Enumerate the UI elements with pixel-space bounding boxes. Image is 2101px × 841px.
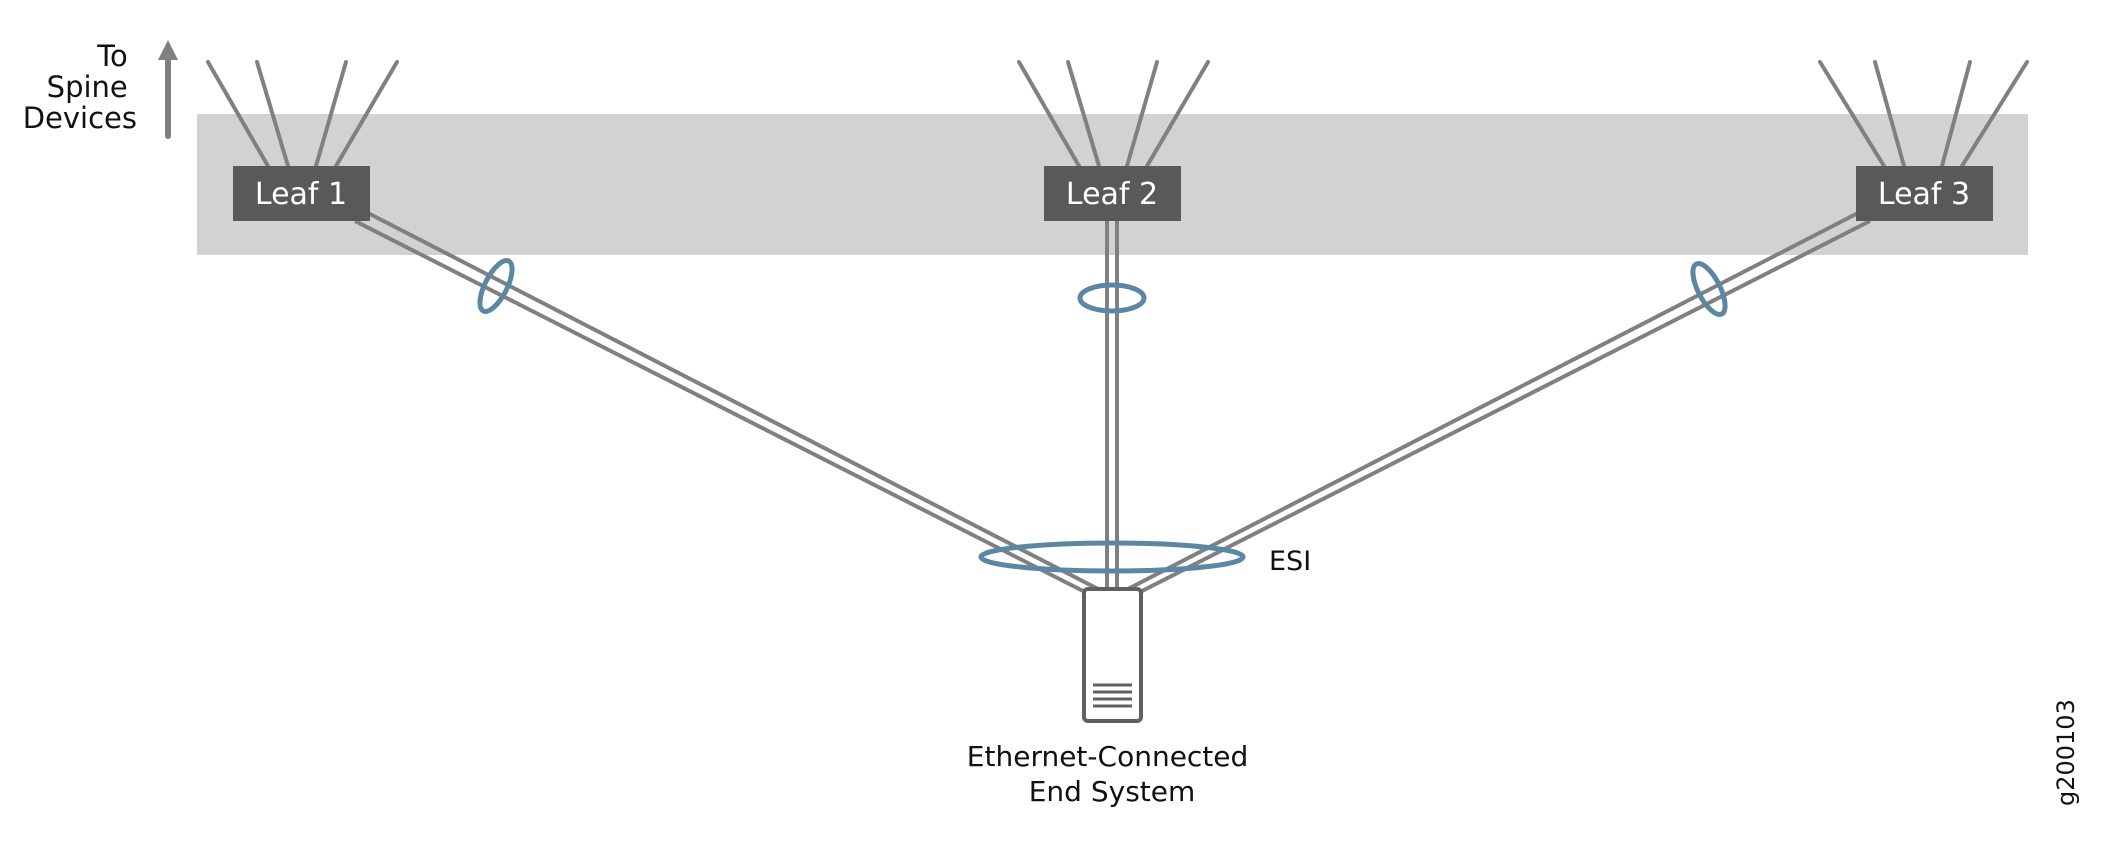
up-arrow-icon: [158, 40, 178, 139]
leaf-1-label: Leaf 1: [255, 177, 347, 212]
end-system-label-line2: End System: [1029, 775, 1196, 808]
spine-uplinks: [206, 60, 2029, 168]
link-group-1-ellipse: [477, 258, 515, 314]
spine-label-line3: Devices: [23, 101, 137, 135]
link-group-3-ellipse: [1690, 261, 1728, 317]
leaf-2-label: Leaf 2: [1066, 177, 1158, 212]
leaf-1[interactable]: Leaf 1: [233, 166, 370, 221]
leaf-2[interactable]: Leaf 2: [1044, 166, 1181, 221]
end-system-server-icon[interactable]: [1082, 587, 1143, 723]
esi-ellipse: [978, 540, 1246, 574]
leaf-3-label: Leaf 3: [1878, 177, 1970, 212]
esi-label: ESI: [1269, 546, 1311, 577]
end-system-label-line1: Ethernet-Connected: [967, 740, 1249, 773]
spine-label-line2: Spine: [47, 70, 128, 104]
spine-label-line1: To: [96, 39, 128, 73]
svg-text:To Spine Devices: To Spine Devices: [23, 39, 137, 135]
svg-text:Ethernet-Connected End Sys: Ethernet-Connected End System: [967, 740, 1257, 808]
link-group-2-ellipse: [1077, 282, 1147, 314]
access-links: [354, 211, 1871, 594]
leaf-3[interactable]: Leaf 3: [1856, 166, 1993, 221]
figure-id: g200103: [2052, 699, 2080, 806]
